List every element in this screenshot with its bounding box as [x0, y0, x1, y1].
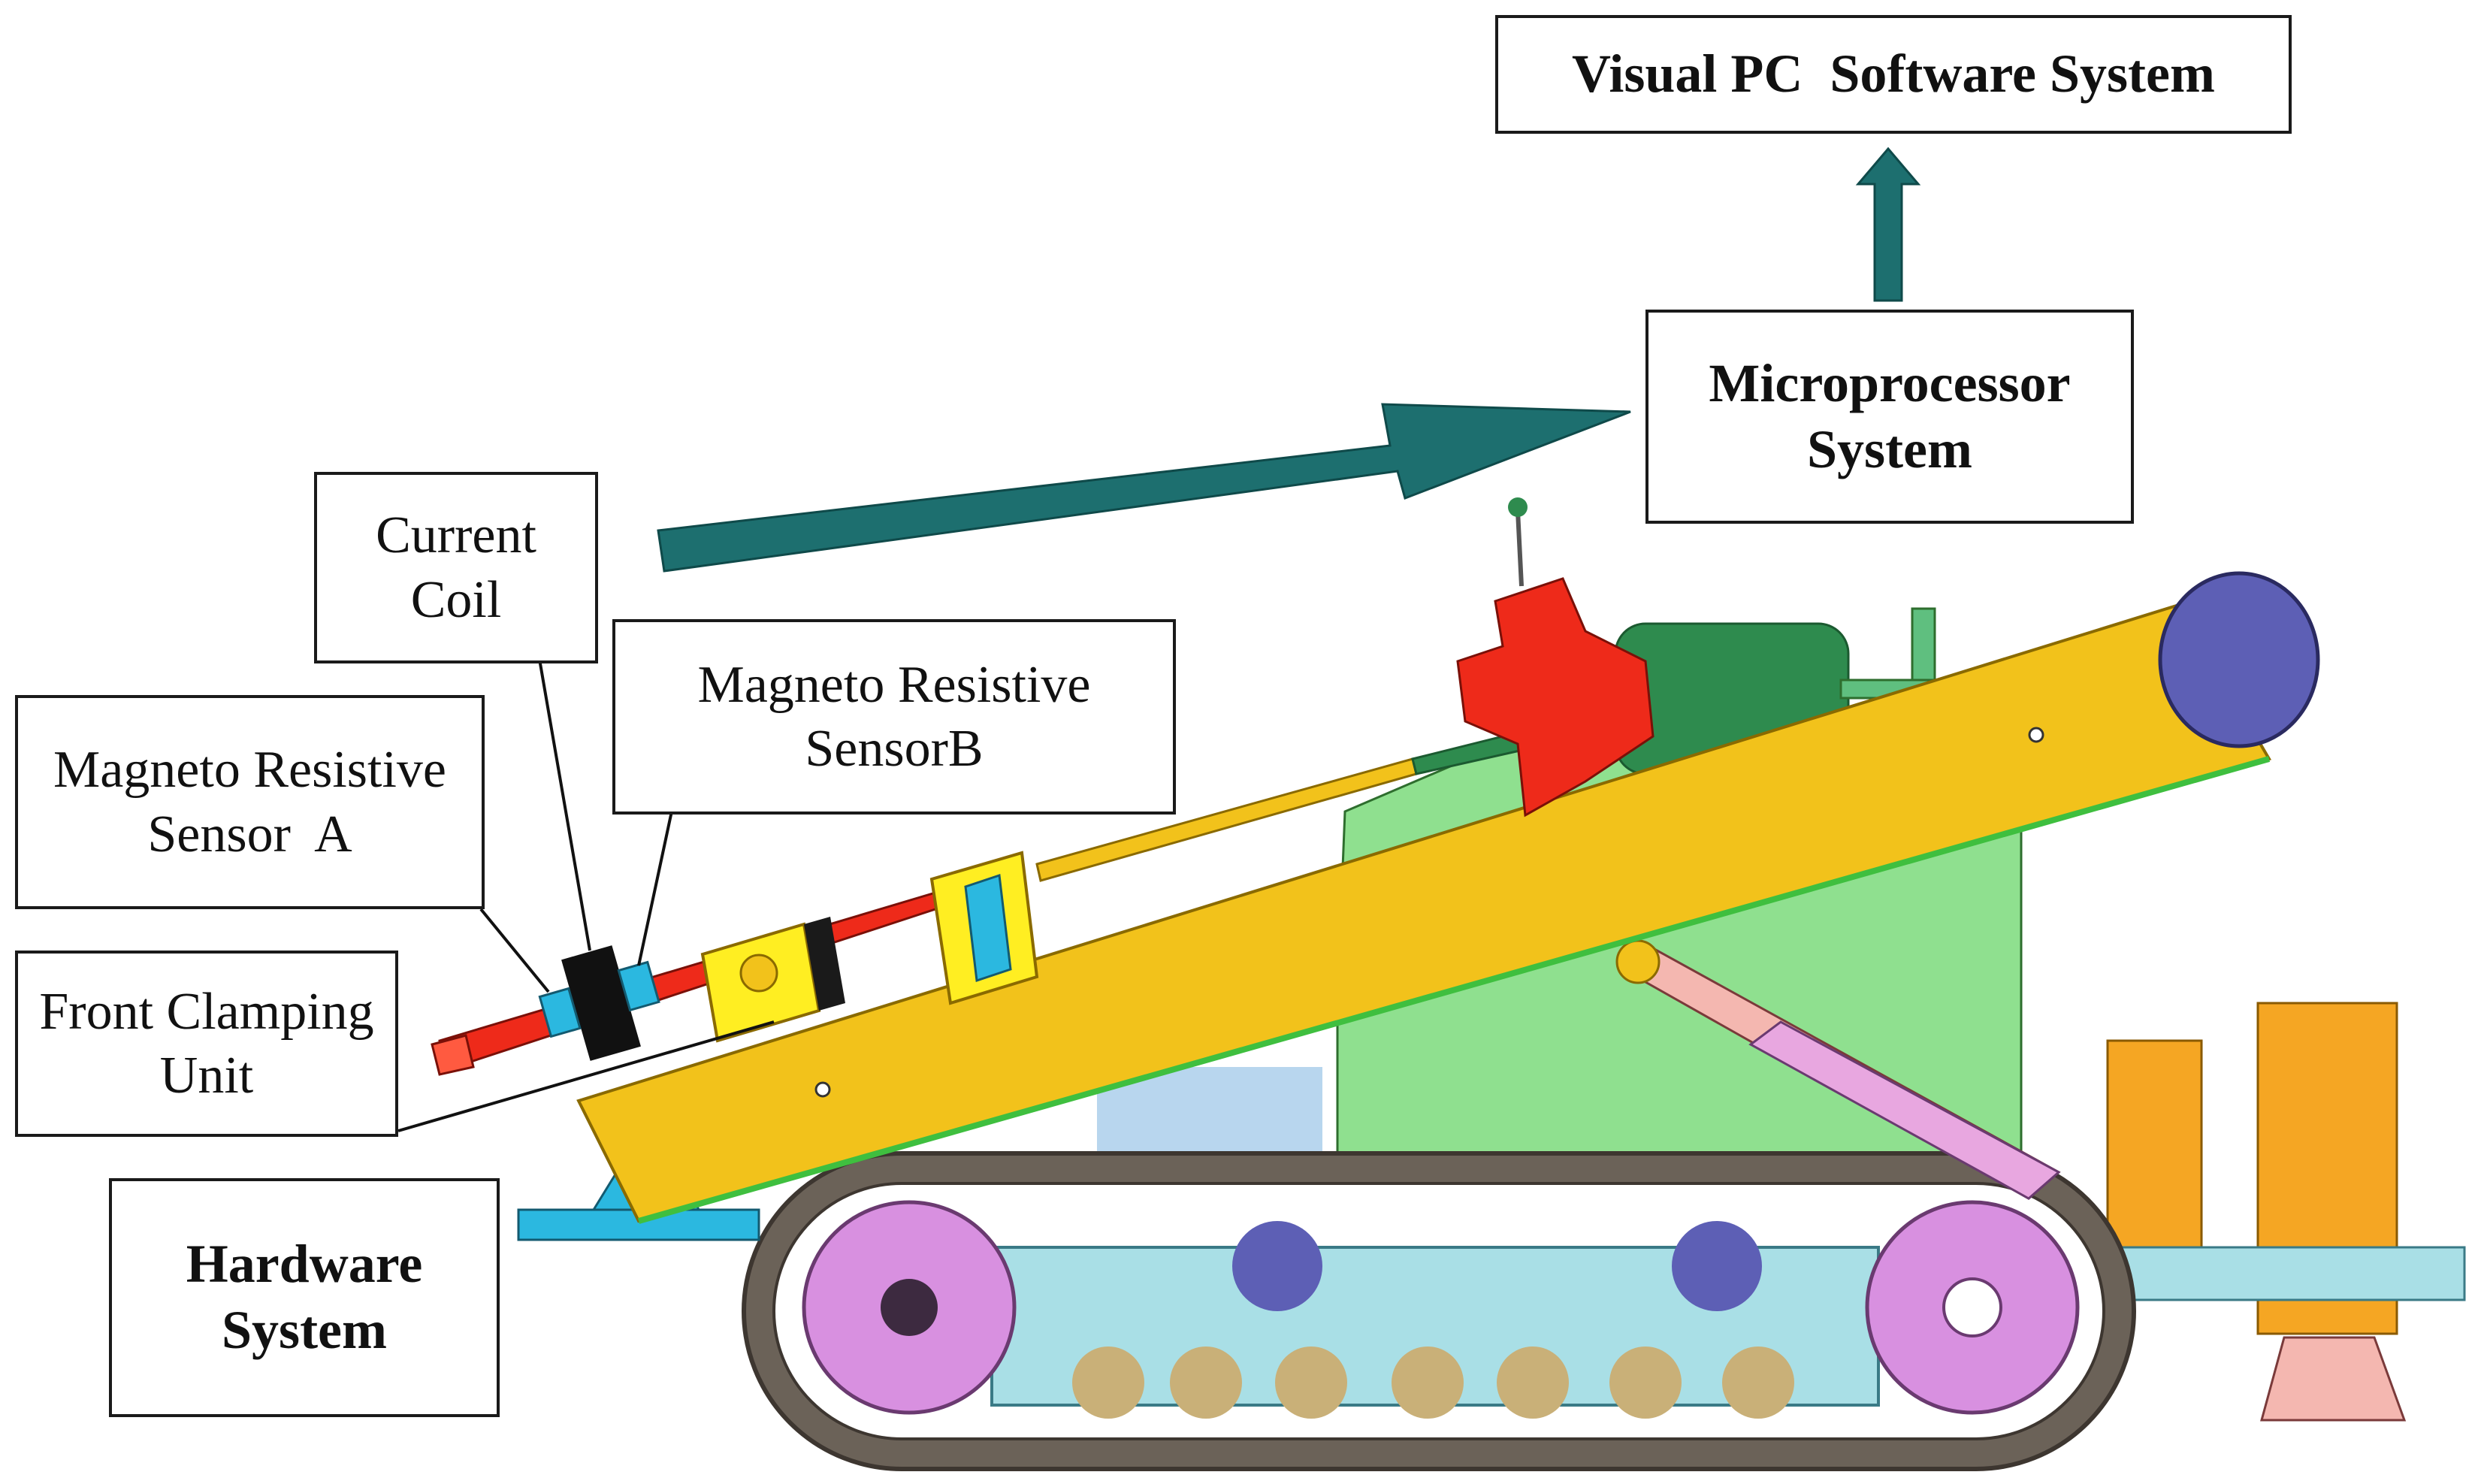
rear-clamp-inner — [964, 873, 1012, 983]
visual-pc-label: Visual PC Software System — [1572, 44, 2215, 104]
lower-roller-1 — [1072, 1346, 1144, 1419]
lower-roller-3 — [1275, 1346, 1347, 1419]
current-coil-body — [561, 945, 641, 1061]
hardware-label-line2: System — [222, 1300, 387, 1360]
microprocessor-label-line1: Microprocessor — [1709, 352, 2071, 413]
microprocessor-system-box: Microprocessor System — [1645, 310, 2134, 524]
lower-roller-5 — [1497, 1346, 1569, 1419]
visual-pc-software-system-box: Visual PC Software System — [1495, 15, 2292, 134]
current-coil-label-line2: Coil — [410, 570, 502, 629]
lower-roller-6 — [1609, 1346, 1682, 1419]
front-clamping-unit-box: Front Clamping Unit — [15, 951, 398, 1137]
hardware-label-line1: Hardware — [186, 1234, 423, 1295]
drill-head-antenna — [1515, 510, 1524, 587]
boom-bolt-1 — [814, 1081, 831, 1098]
boom-end-roller — [2158, 571, 2320, 748]
front-wheel-hub — [881, 1279, 938, 1336]
front-clamp-side — [804, 917, 845, 1011]
boom-green-edge — [637, 756, 2271, 1224]
lower-roller-7 — [1722, 1346, 1794, 1419]
current-coil-box: Current Coil — [314, 472, 598, 663]
magneto-resistive-sensor-a-box: Magneto Resistive Sensor A — [15, 695, 485, 909]
hardware-system-box: Hardware System — [109, 1178, 500, 1417]
upper-roller-2 — [1672, 1221, 1762, 1311]
cylinder-pivot — [1615, 939, 1661, 984]
rear-foot — [2260, 1336, 2407, 1422]
boom-bolt-2 — [2028, 727, 2044, 743]
leader-sensor-a — [479, 908, 550, 993]
front-clamp-hole — [739, 954, 778, 993]
drill-head-antenna-tip — [1508, 497, 1528, 517]
sensor-a-block — [538, 987, 582, 1038]
sensor-b-label-line2: SensorB — [805, 720, 984, 778]
sensor-b-block — [617, 960, 660, 1012]
sensor-b-label-line1: Magneto Resistive — [697, 655, 1091, 714]
signal-arrow-to-pc — [1855, 147, 1921, 302]
upper-roller-1 — [1232, 1221, 1322, 1311]
lower-roller-2 — [1170, 1346, 1242, 1419]
lift-cylinder-body — [1748, 1020, 2061, 1200]
magneto-resistive-sensor-b-box: Magneto Resistive SensorB — [612, 619, 1176, 815]
sensor-a-label-line1: Magneto Resistive — [53, 741, 446, 799]
microprocessor-label-line2: System — [1807, 419, 1972, 479]
sensor-a-label-line2: Sensor A — [147, 805, 352, 863]
leader-sensor-b — [637, 807, 674, 966]
front-clamping-label-line1: Front Clamping — [39, 982, 374, 1041]
rear-base-plate — [2072, 1246, 2466, 1301]
current-coil-label-line1: Current — [376, 506, 536, 565]
front-clamping-label-line2: Unit — [159, 1047, 254, 1105]
lower-roller-4 — [1392, 1346, 1464, 1419]
drill-head — [1456, 577, 1655, 818]
signal-arrow-to-microprocessor — [657, 403, 1631, 573]
rear-wheel-hub — [1942, 1277, 2002, 1337]
leader-front-clamping — [397, 1020, 775, 1132]
leader-current-coil — [536, 645, 591, 951]
drill-rod-tip — [431, 1034, 475, 1076]
